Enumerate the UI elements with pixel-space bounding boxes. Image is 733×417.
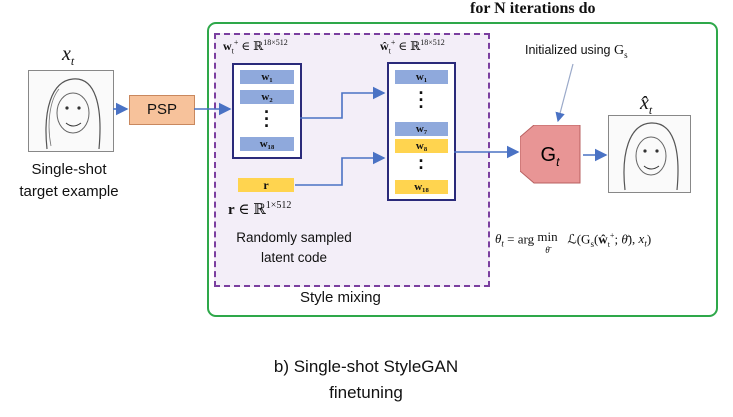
mixed-ellipsis-top-icon: ···	[418, 83, 425, 117]
mixed-row-w8: w₈	[395, 139, 448, 153]
random-code-box: r	[238, 178, 294, 192]
svg-text:Gt: Gt	[541, 144, 561, 169]
figure-caption-line1: b) Single-shot StyleGAN	[273, 357, 459, 376]
random-code-caption-line1: Randomly sampled	[236, 230, 352, 245]
mixed-row-w18: w₁₈	[395, 180, 448, 194]
generator-block: Gt	[520, 125, 581, 184]
psp-box: PSP	[129, 95, 195, 125]
psp-label: PSP	[146, 101, 177, 118]
input-caption-line2: target example	[19, 183, 119, 200]
figure-caption: b) Single-shot StyleGAN finetuning	[196, 354, 536, 406]
figure-caption-line2: finetuning	[329, 383, 403, 402]
inverted-code-column: w₁ w₂ ··· w₁₈	[232, 63, 302, 159]
style-mixing-label-text: Style mixing	[300, 289, 381, 306]
inverted-row-w2: w₂	[240, 90, 294, 104]
inverted-code-label: wt+ ∈ ℝ18×512	[223, 38, 288, 56]
inverted-row-w1: w₁	[240, 70, 294, 84]
mixed-row-w1: w₁	[395, 70, 448, 84]
input-caption-line1: Single-shot	[31, 161, 107, 178]
mixed-ellipsis-bottom-icon: ··	[418, 151, 425, 178]
random-code-caption: Randomly sampled latent code	[214, 228, 374, 268]
mixed-row-w7: w₇	[395, 122, 448, 136]
loop-label: for N iterations do	[470, 0, 595, 18]
mixed-code-column: w₁ ··· w₇ w₈ ·· w₁₈	[387, 62, 456, 201]
inverted-ellipsis-icon: ···	[264, 102, 270, 136]
arrow-init-to-generator	[555, 63, 574, 123]
input-face-image	[28, 70, 114, 152]
face-sketch-output-icon	[623, 122, 679, 191]
input-symbol: xt	[62, 43, 75, 68]
output-symbol: x̂t	[640, 92, 653, 117]
style-mixing-label: Style mixing	[300, 289, 381, 306]
output-face-image	[608, 115, 691, 193]
random-code-box-label: r	[263, 178, 269, 192]
arrow-inverted-to-mixed	[300, 86, 386, 119]
loop-box	[207, 22, 718, 317]
face-sketch-icon	[45, 78, 101, 150]
random-code-caption-line2: latent code	[260, 250, 328, 265]
mixed-code-label: ŵt+ ∈ ℝ18×512	[380, 38, 445, 56]
input-caption: Single-shot target example	[0, 159, 138, 203]
random-code-label: r ∈ ℝ1×512	[228, 200, 292, 218]
loop-label-text: for N iterations do	[470, 0, 596, 17]
inverted-row-w18: w₁₈	[240, 137, 294, 151]
arrow-random-to-mixed	[295, 151, 386, 186]
generator-init-note: Initialized using Gs	[525, 43, 628, 60]
